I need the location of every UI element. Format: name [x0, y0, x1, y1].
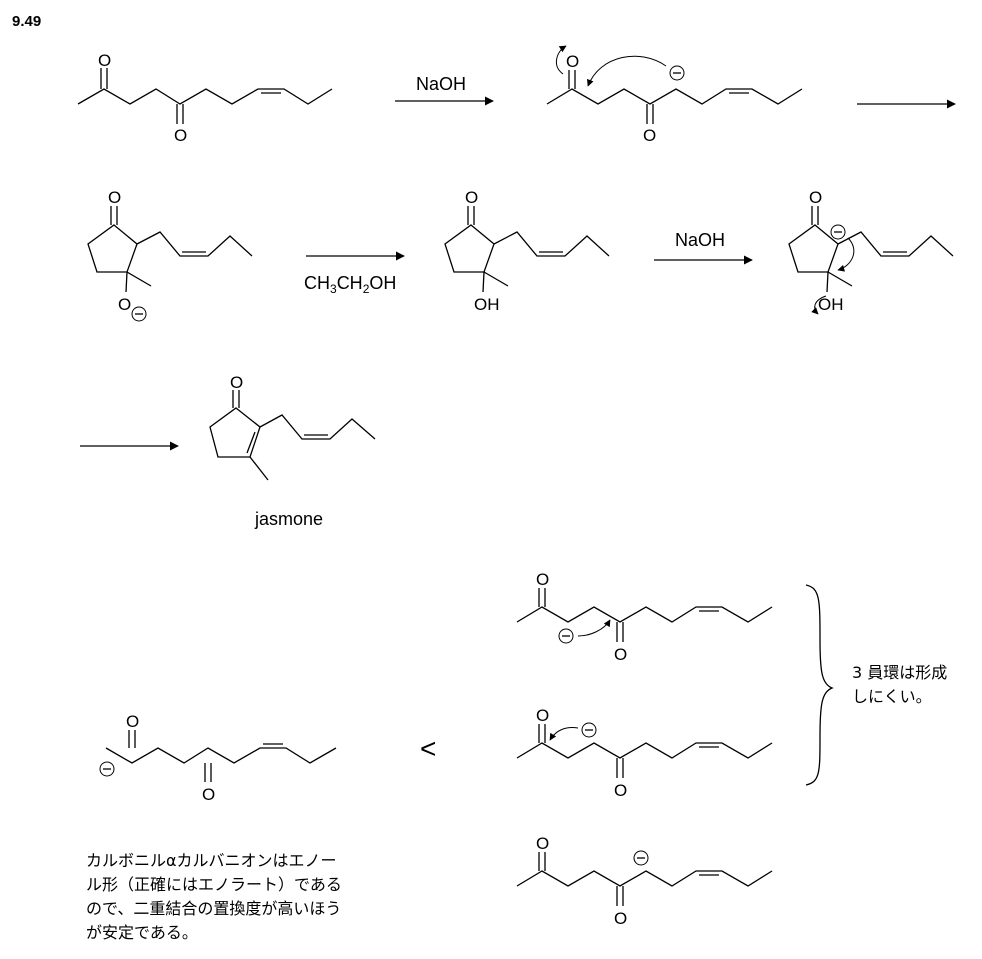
reagent-label: NaOH — [416, 74, 466, 94]
more-stable-carbanion: O O — [99, 712, 337, 804]
carbonyl-oxygen-label: O — [174, 126, 187, 145]
problem-number: 9.49 — [12, 13, 41, 30]
stability-note-line4: が安定である。 — [86, 923, 198, 942]
carbonyl-oxygen-label: O — [536, 570, 549, 589]
carbonyl-oxygen-label: O — [536, 834, 549, 853]
hydroxyl-label: OH — [474, 295, 500, 314]
carbonyl-oxygen-label: O — [465, 188, 478, 207]
solvent-label: CH3CH2OH — [304, 273, 396, 296]
less-stable-carbanion-2: O O — [516, 706, 773, 800]
curved-arrow — [549, 727, 579, 741]
stability-note-line2: ル形（正確にはエノラート）である — [86, 875, 342, 894]
ring-note-line1: 3 員環は形成 — [852, 663, 947, 682]
cyclic-alkoxide: O O — [87, 188, 253, 322]
dehydration-enolate: O OH — [788, 188, 954, 315]
ring-note-line2: しにくい。 — [852, 687, 932, 706]
carbonyl-oxygen-label: O — [643, 126, 656, 145]
carbonyl-oxygen-label: O — [126, 712, 139, 731]
grouping-brace — [805, 584, 834, 786]
curved-arrow — [577, 619, 611, 637]
aldol-alcohol: O OH — [444, 188, 610, 314]
hydroxyl-label: OH — [818, 295, 844, 314]
carbonyl-oxygen-label: O — [809, 188, 822, 207]
carbonyl-oxygen-label: O — [108, 188, 121, 207]
alkoxide-oxygen-label: O — [118, 295, 131, 314]
less-than-sign: < — [420, 733, 436, 764]
less-stable-carbanion-3: O O — [516, 834, 773, 928]
stability-note-line3: ので、二重結合の置換度が高いほう — [86, 899, 341, 918]
curved-arrow — [837, 237, 855, 272]
curved-arrow — [811, 295, 827, 315]
carbonyl-oxygen-label: O — [98, 51, 111, 70]
curved-arrow — [587, 55, 667, 87]
reagent-label: NaOH — [675, 230, 725, 250]
carbonyl-oxygen-label: O — [614, 645, 627, 664]
carbonyl-oxygen-label: O — [202, 785, 215, 804]
stability-note-line1: カルボニルαカルバニオンはエノー — [86, 851, 337, 870]
less-stable-carbanion-1: O O — [516, 570, 773, 664]
enolate-intermediate: O O — [546, 45, 803, 145]
carbonyl-oxygen-label: O — [614, 781, 627, 800]
carbonyl-oxygen-label: O — [566, 52, 579, 71]
carbonyl-oxygen-label: O — [614, 909, 627, 928]
starting-diketone: O O — [77, 51, 333, 145]
carbonyl-oxygen-label: O — [536, 706, 549, 725]
curved-arrow — [555, 45, 567, 75]
jasmone-structure: O — [209, 373, 376, 481]
product-name: jasmone — [254, 509, 323, 529]
carbonyl-oxygen-label: O — [230, 373, 243, 392]
